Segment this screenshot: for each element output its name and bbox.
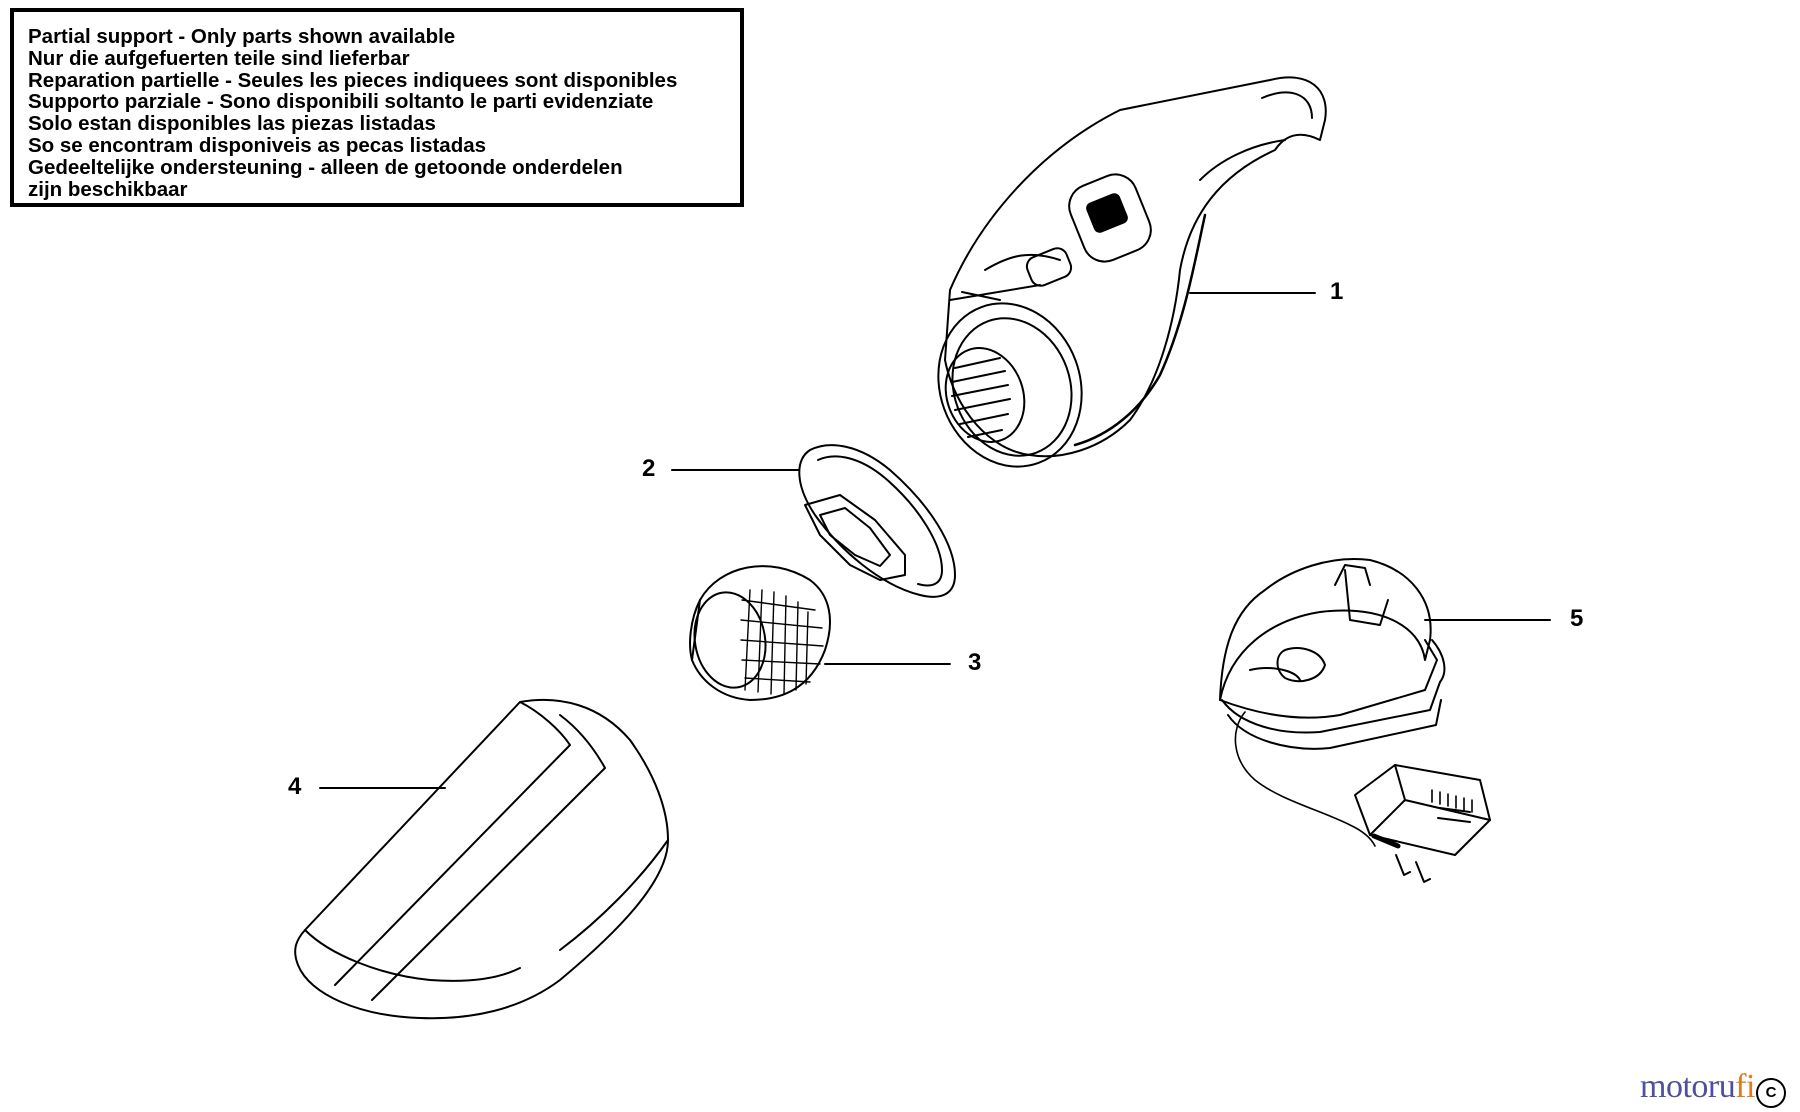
notice-line-nl: Gedeeltelijke ondersteuning - alleen de …	[28, 155, 623, 179]
vacuum-body-part[interactable]	[916, 76, 1327, 487]
notice-line-de: Nur die aufgefuerten teile sind lieferba…	[28, 46, 410, 70]
dust-bowl-part[interactable]	[294, 698, 669, 1020]
notice-line-pt: So se encontram disponiveis as pecas lis…	[28, 133, 487, 157]
logo-mark: C	[1756, 1078, 1786, 1108]
notice-line-fr: Reparation partielle - Seules les pieces…	[28, 68, 678, 92]
notice-line-it: Supporto parziale - Sono disponibili sol…	[28, 90, 654, 114]
watermark: motorufi	[1640, 1068, 1755, 1106]
notice-line-nl-cont: zijn beschikbaar	[28, 177, 188, 201]
watermark-text-b: fi	[1735, 1068, 1755, 1105]
notice-line-en: Partial support - Only parts shown avail…	[28, 25, 456, 48]
callout-number-3: 3	[968, 649, 982, 676]
watermark-text-a: motoru	[1640, 1068, 1736, 1105]
callout-number-1: 1	[1330, 278, 1344, 305]
notice-line-es: Solo estan disponibles las piezas listad…	[28, 112, 436, 136]
callout-number-4: 4	[288, 773, 302, 800]
partial-support-notice: Partial support - Only parts shown avail…	[10, 8, 744, 207]
callout-number-5: 5	[1570, 605, 1584, 632]
callout-number-2: 2	[642, 455, 656, 482]
filter-part[interactable]	[687, 565, 831, 701]
charging-base-part[interactable]	[1219, 558, 1491, 883]
filter-frame-part[interactable]	[798, 444, 956, 598]
